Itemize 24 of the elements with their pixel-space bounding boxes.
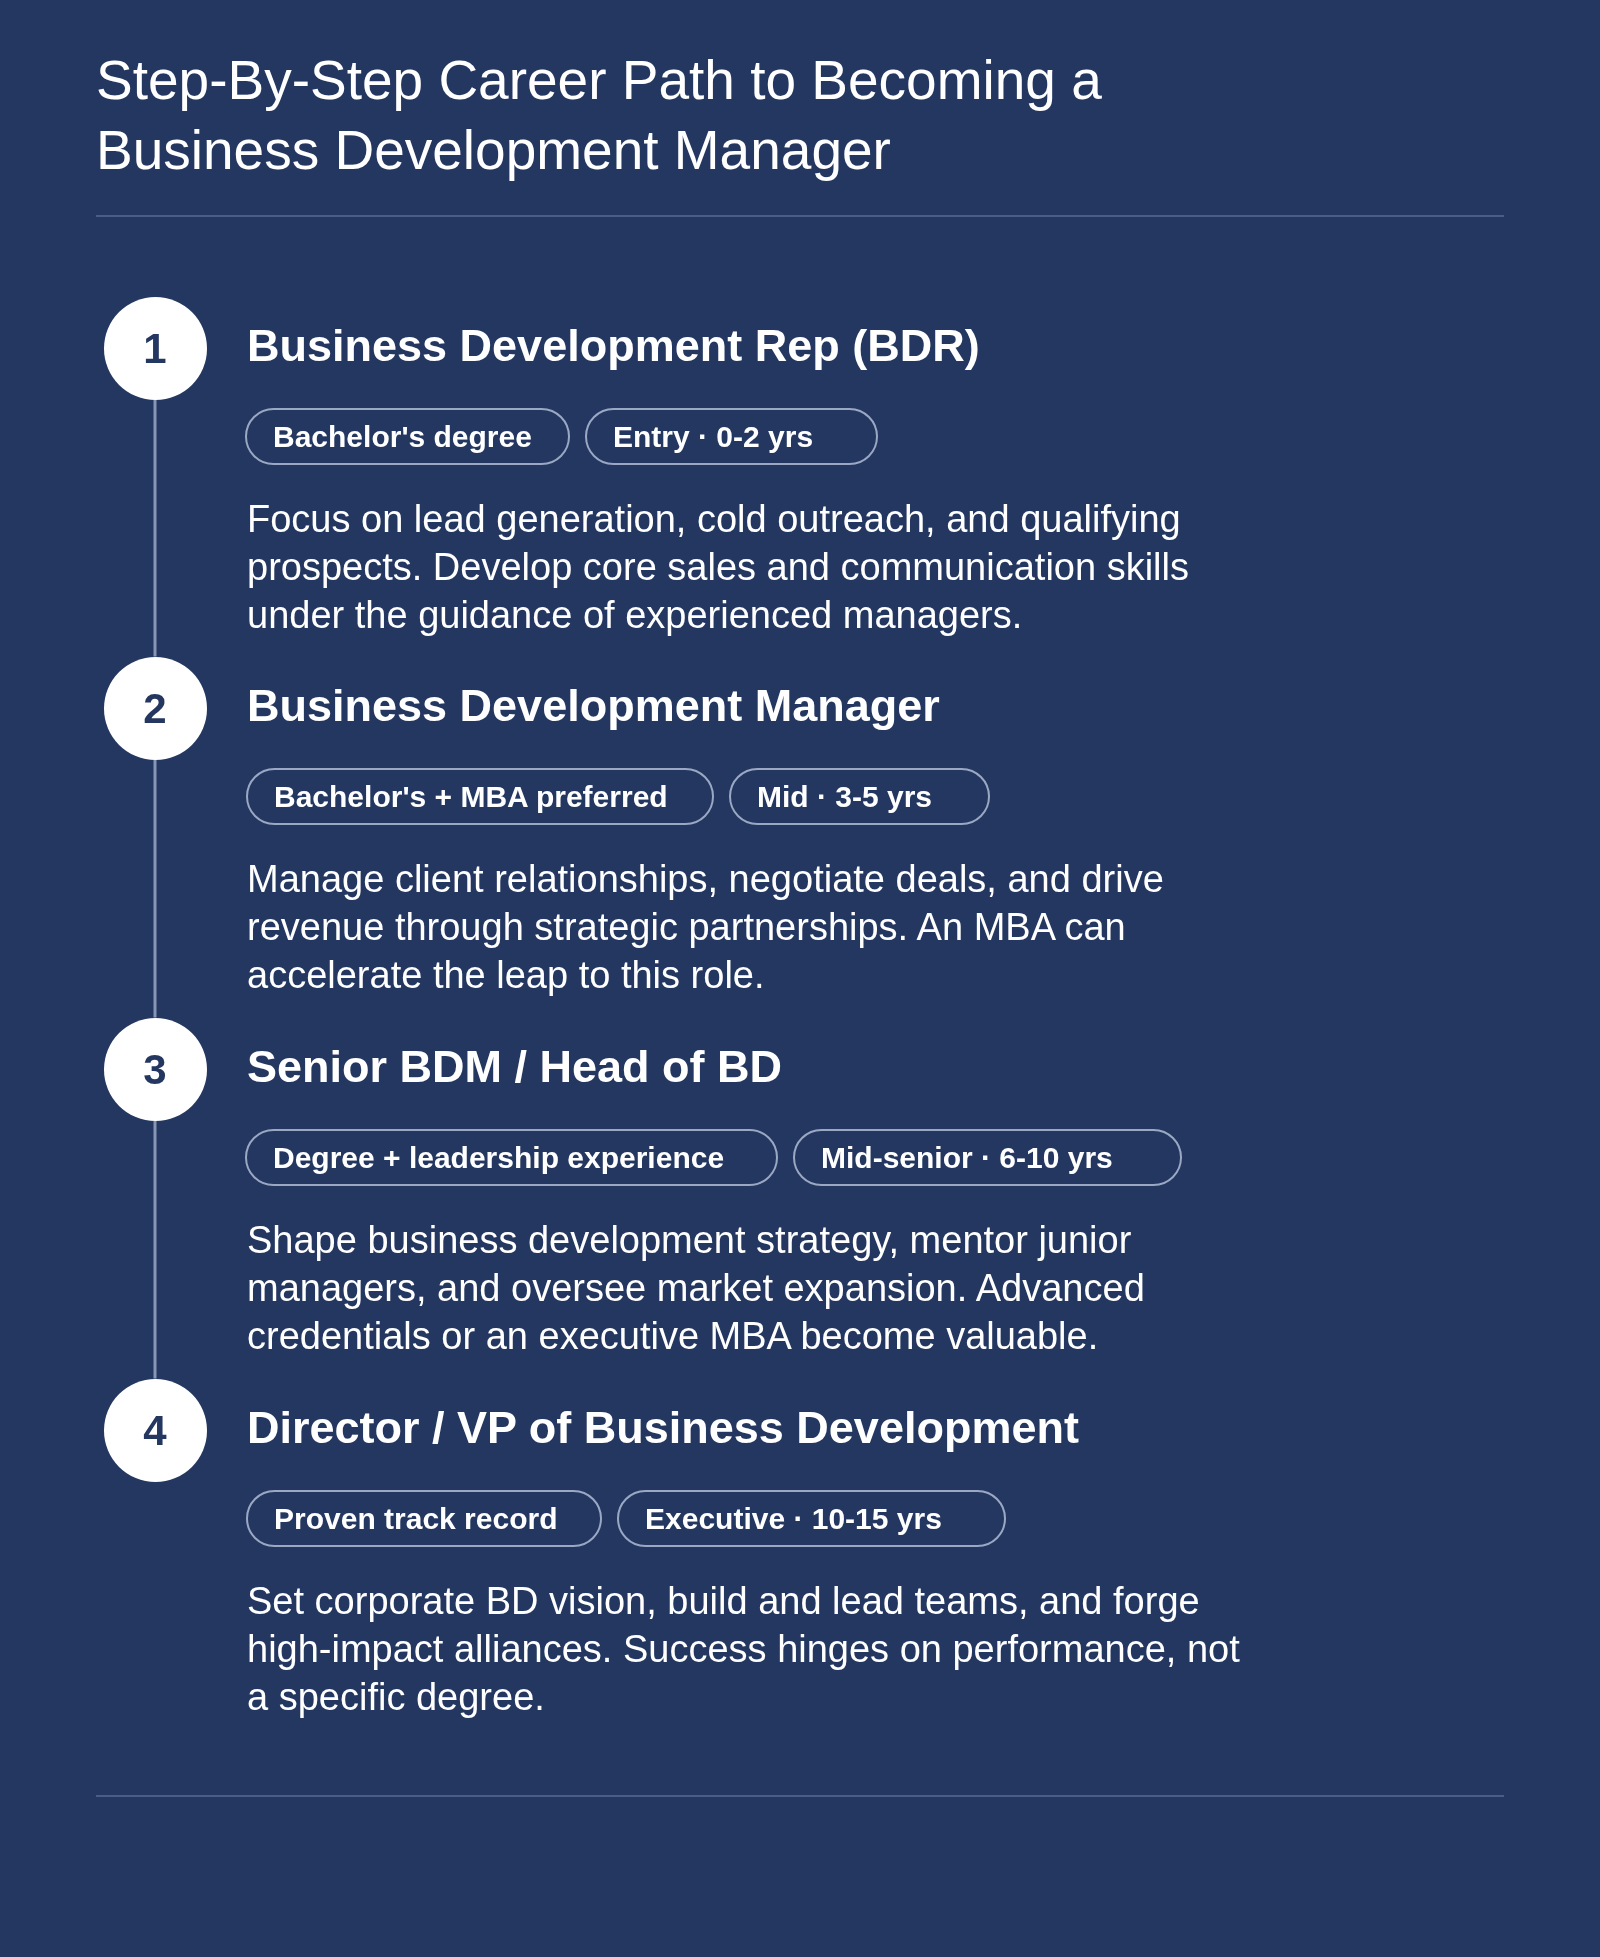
step-title: Business Development Manager [247,679,940,733]
requirement-tag: Degree + leadership experience [245,1129,778,1186]
step-title: Business Development Rep (BDR) [247,319,980,373]
step-number-circle: 2 [103,656,207,760]
step-title: Director / VP of Business Development [247,1401,1079,1455]
requirement-tag: Bachelor's degree [245,408,570,465]
step-number-circle: 1 [103,296,207,400]
step-description: Focus on lead generation, cold outreach, and qualifying prospects. Develop core sales and communication skills under the guidance of experienced managers. [247,497,1190,638]
step-title: Senior BDM / Head of BD [247,1040,783,1094]
requirement-tag: Bachelor's + MBA preferred [246,768,714,825]
connector-line [153,399,157,657]
step-description: Set corporate BD vision, build and lead teams, and forge high-impact alliances. Success hinges on performance, not a specific degree. [247,1579,1241,1720]
step-number-circle: 4 [103,1378,207,1482]
page-title: Step-By-Step Career Path to Becoming a Business Development Manager [96,48,1103,183]
connector-line [153,759,157,1018]
connector-line [153,1120,157,1379]
step-number-circle: 3 [103,1017,207,1121]
experience-tag: Executive · 10-15 yrs [617,1490,1006,1547]
step-description: Manage client relationships, negotiate deals, and drive revenue through strategic partnerships. An MBA can accelerate the leap to this role. [247,857,1165,998]
requirement-tag: Proven track record [246,1490,602,1547]
experience-tag: Entry · 0-2 yrs [585,408,878,465]
experience-tag: Mid · 3-5 yrs [729,768,990,825]
experience-tag: Mid-senior · 6-10 yrs [793,1129,1182,1186]
step-description: Shape business development strategy, mentor junior managers, and oversee market expansion. Advanced credentials or an executive MBA become valuable. [247,1218,1146,1359]
